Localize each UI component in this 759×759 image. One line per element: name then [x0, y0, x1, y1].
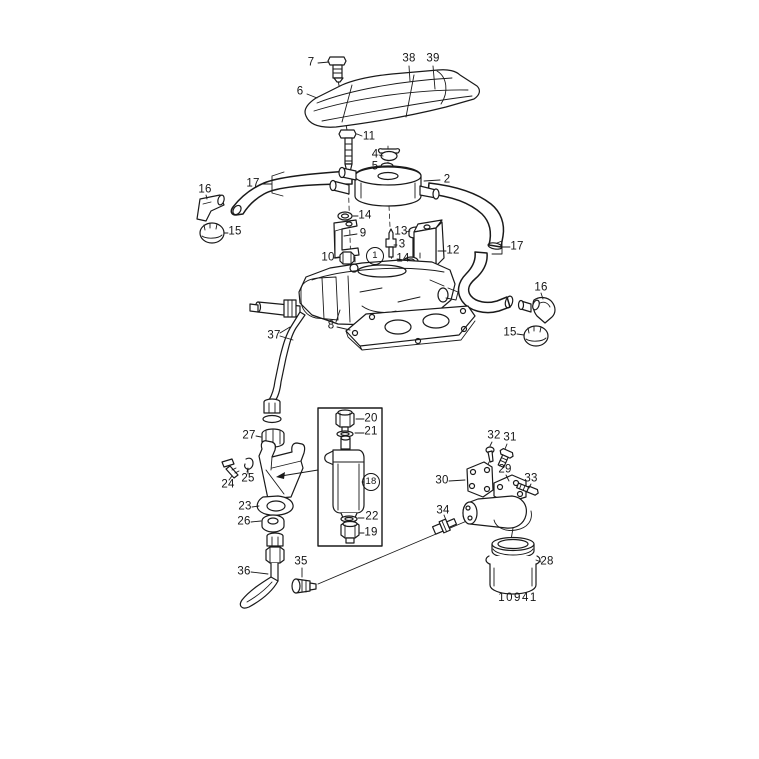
callout-31: 31: [503, 431, 517, 444]
callout-8: 8: [327, 319, 335, 332]
callout-25: 25: [241, 472, 255, 485]
drain-cock-36: [239, 532, 285, 609]
screw-32: [485, 446, 495, 463]
callout-14-right: 14: [396, 252, 410, 265]
gasket-8: [345, 305, 476, 351]
strainer-union-27: [261, 398, 285, 448]
callout-22: 22: [365, 510, 379, 523]
callout-5: 5: [371, 160, 379, 173]
callout-2: 2: [443, 173, 451, 186]
filter-head-29: [462, 474, 532, 531]
callout-34: 34: [436, 504, 450, 517]
callout-3: 3: [398, 238, 406, 251]
nut-10: [339, 251, 355, 265]
callout-11: 11: [362, 130, 376, 143]
callout-7: 7: [307, 56, 315, 69]
cover: [304, 69, 480, 128]
callout-35: 35: [294, 555, 308, 568]
callout-38: 38: [402, 52, 416, 65]
callout-20: 20: [364, 412, 378, 425]
fitting-34: [431, 518, 458, 535]
callout-23: 23: [238, 500, 252, 513]
callout-12: 12: [446, 244, 460, 257]
bolt-31: [497, 447, 514, 468]
callout-17-right: 17: [510, 240, 524, 253]
vent-hose-left: [230, 170, 353, 216]
callout-30: 30: [435, 474, 449, 487]
callout-4: 4: [371, 148, 379, 161]
callout-37: 37: [267, 329, 281, 342]
gasket-30: [466, 461, 494, 498]
cap-15-right: [523, 325, 549, 347]
callout-39: 39: [426, 52, 440, 65]
flame-arrestor: [329, 165, 440, 207]
callout-27: 27: [242, 429, 256, 442]
bracket-12: [413, 219, 445, 271]
callout-28: 28: [540, 555, 554, 568]
callout-24: 24: [221, 478, 235, 491]
callout-16-right: 16: [534, 281, 548, 294]
fuel-pump-box: [276, 407, 383, 547]
callout-33: 33: [524, 472, 538, 485]
callout-18: 18: [362, 473, 380, 491]
wing-nut-4: [377, 148, 401, 162]
callout-21: 21: [364, 425, 378, 438]
elbow-16-right: [517, 296, 556, 324]
drawing-number: 10941: [498, 592, 538, 604]
bolt-7: [327, 56, 347, 83]
callout-19: 19: [364, 526, 378, 539]
needle-3: [385, 228, 397, 258]
callout-1: 1: [366, 247, 384, 265]
callout-10: 10: [321, 251, 335, 264]
callout-26: 26: [237, 515, 251, 528]
callout-29: 29: [498, 463, 512, 476]
callout-32: 32: [487, 429, 501, 442]
callout-9: 9: [359, 227, 367, 240]
bracket-23: [256, 440, 306, 516]
callout-15-right: 15: [503, 326, 517, 339]
filter-bowl-28: [485, 536, 541, 595]
fitting-35: [291, 578, 317, 594]
carburetor: [249, 252, 459, 326]
cap-15-left: [199, 222, 225, 244]
callout-36: 36: [237, 565, 251, 578]
fuel-pipe-37: [268, 311, 306, 402]
callout-17-left: 17: [246, 177, 260, 190]
ring-26: [261, 514, 285, 533]
callout-16-left: 16: [198, 183, 212, 196]
leader-lines: [205, 61, 544, 578]
washer-14-left: [337, 211, 353, 221]
bolt-24: [221, 458, 240, 479]
washer-25: [244, 457, 254, 473]
callout-14-left: 14: [358, 209, 372, 222]
callout-15-left: 15: [228, 225, 242, 238]
callout-13: 13: [394, 225, 408, 238]
bolt-33: [516, 482, 539, 496]
elbow-16-left: [196, 194, 225, 222]
callout-6: 6: [296, 85, 304, 98]
bolt-11: [338, 129, 357, 173]
